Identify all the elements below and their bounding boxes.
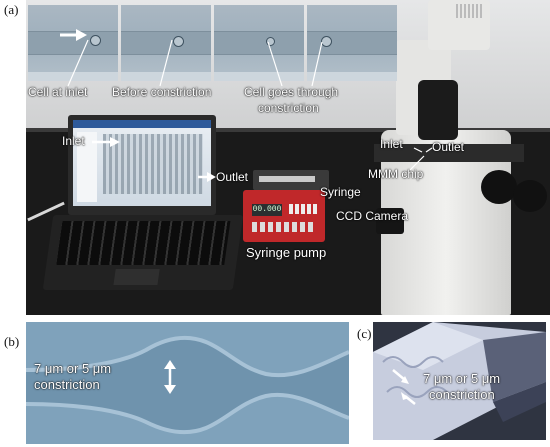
label-leader-lines <box>67 39 323 87</box>
constriction-arrows-3d-icon <box>392 369 416 405</box>
panel-c-3d-render: 7 μm or 5 μm constriction <box>373 322 546 440</box>
panel-b-channel-image: 7 μm or 5 μm constriction <box>26 322 349 444</box>
constriction-double-arrow-icon <box>164 360 176 394</box>
chip-3d-structure <box>373 322 546 440</box>
label-cell-goes-through: Cell goes through <box>244 85 339 99</box>
label-outlet-tube: Outlet <box>216 170 249 184</box>
label-before-constriction: Before constriction <box>112 85 212 99</box>
laptop-keyboard <box>42 215 244 290</box>
pump-display: 00.000 <box>252 204 282 216</box>
chip-leader-lines <box>409 147 433 171</box>
label-b-constriction: constriction <box>34 377 100 392</box>
label-inlet-chip: Inlet <box>380 137 403 151</box>
inlet-arrow-icon <box>60 29 87 41</box>
channel-walls <box>26 322 349 444</box>
frame-cell-through-1 <box>214 5 304 81</box>
label-b-size: 7 μm or 5 μm <box>34 361 112 376</box>
label-c-constriction: constriction <box>429 387 495 402</box>
label-constriction-top: constriction <box>258 101 319 115</box>
panel-label-a: (a) <box>4 2 19 17</box>
label-outlet-chip: Outlet <box>432 140 465 154</box>
label-inlet-laptop: Inlet <box>62 134 85 148</box>
microscope-camera <box>428 0 490 50</box>
label-syringe-pump: Syringe pump <box>246 245 327 260</box>
inlet-laptop-arrow-icon <box>92 137 120 147</box>
microscope-stage <box>374 144 524 162</box>
syringe <box>253 170 329 190</box>
label-cell-at-inlet: Cell at inlet <box>28 85 88 99</box>
label-c-size: 7 μm or 5 μm <box>423 371 501 386</box>
label-mmm-chip: MMM chip <box>368 167 424 181</box>
syringe-pump: 00.000 <box>243 190 325 242</box>
panel-label-b: (b) <box>4 334 20 349</box>
outlet-arrow-icon <box>198 172 216 182</box>
label-ccd-camera: CCD Camera <box>336 209 409 223</box>
ccd-camera <box>376 208 404 234</box>
laptop <box>68 115 216 215</box>
frame-before-constriction <box>121 5 211 81</box>
frame-cell-at-inlet <box>28 5 118 81</box>
label-syringe: Syringe <box>320 185 361 199</box>
laptop-screen <box>73 120 211 206</box>
panel-label-c: (c) <box>357 326 372 341</box>
